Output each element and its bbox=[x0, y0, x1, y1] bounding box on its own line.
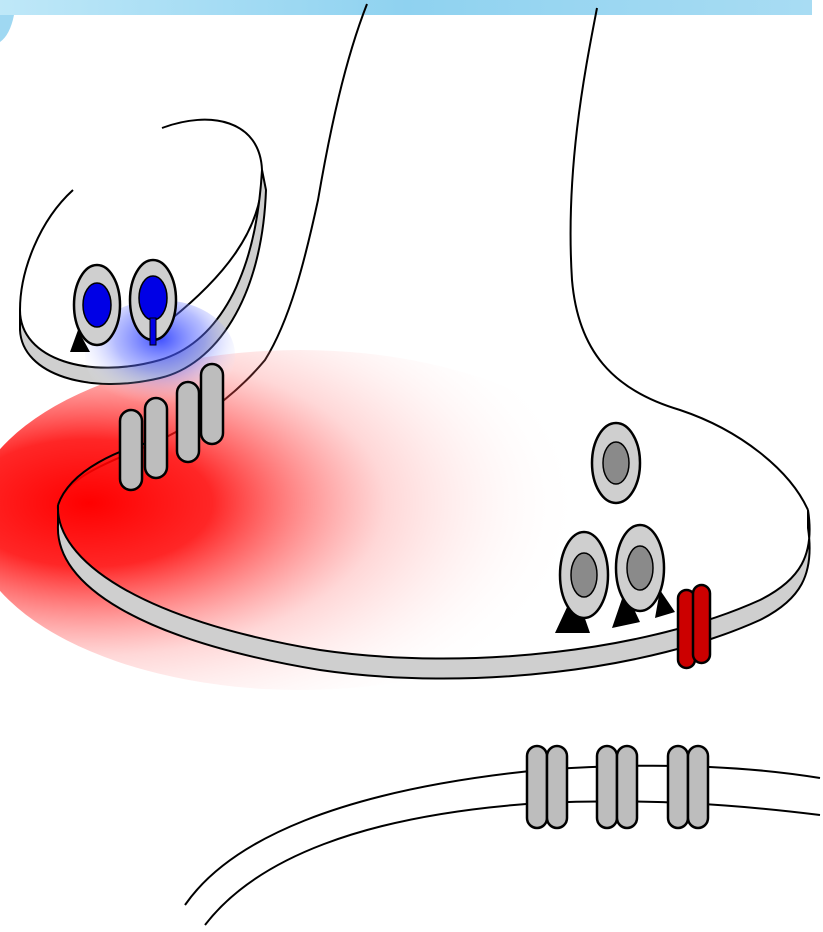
vesicle-grey-top bbox=[592, 423, 640, 503]
lower-channel-pair-3 bbox=[668, 746, 708, 828]
channel bbox=[177, 382, 199, 462]
vesicle-grey-right bbox=[612, 525, 675, 628]
lower-membrane-inner bbox=[205, 801, 820, 925]
top-banner bbox=[0, 0, 812, 15]
channel bbox=[201, 364, 223, 444]
channel bbox=[145, 398, 167, 478]
top-banner-corner bbox=[0, 15, 14, 42]
lower-membrane-outer bbox=[185, 766, 820, 905]
lower-channel-pair-2 bbox=[597, 746, 637, 828]
channel bbox=[120, 410, 142, 490]
lower-channel-pair-1 bbox=[527, 746, 567, 828]
presynaptic-terminal-outline-inner bbox=[20, 190, 73, 310]
red-gradient-field bbox=[0, 350, 630, 690]
red-channel-pair bbox=[678, 585, 710, 668]
